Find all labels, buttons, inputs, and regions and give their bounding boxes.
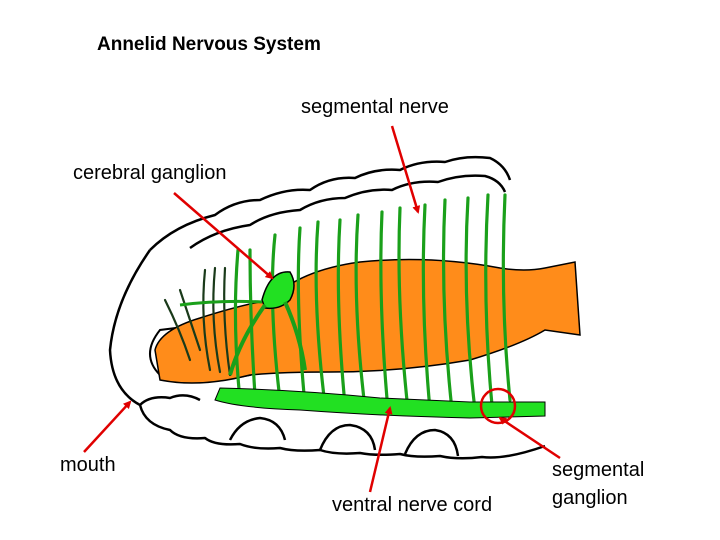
label-segmental-ganglion-line2: ganglion	[552, 487, 628, 509]
label-segmental-ganglion-line1: segmental	[552, 459, 645, 481]
body-wall	[108, 155, 546, 460]
ventral-nerve-cord	[214, 387, 546, 419]
arrow-segmental-nerve	[390, 125, 421, 214]
head-nerves	[163, 266, 232, 377]
label-segmental-ganglion: segmental ganglion	[552, 456, 644, 512]
cerebral-ganglion	[179, 271, 307, 376]
diagram-title: Annelid Nervous System	[97, 34, 321, 55]
arrow-segmental-ganglion	[498, 416, 561, 460]
label-ventral-nerve-cord: ventral nerve cord	[332, 494, 493, 516]
segmental-nerves	[233, 193, 512, 412]
label-mouth: mouth	[60, 454, 116, 476]
arrow-ventral-nerve-cord	[368, 406, 393, 493]
label-cerebral-ganglion: cerebral ganglion	[73, 162, 227, 184]
segmental-ganglion-marker	[479, 387, 517, 425]
arrow-mouth	[83, 400, 132, 453]
arrow-cerebral-ganglion	[173, 192, 274, 280]
label-segmental-nerve: segmental nerve	[301, 96, 449, 118]
label-arrows	[83, 125, 561, 493]
